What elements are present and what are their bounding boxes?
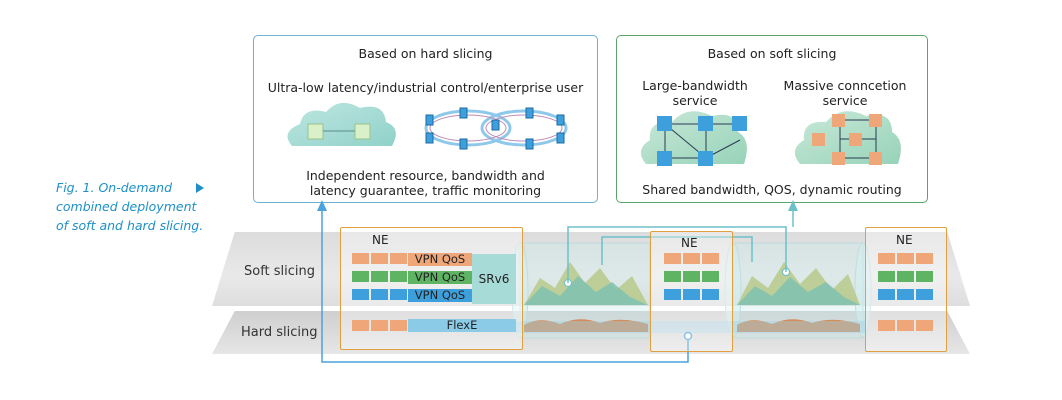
- hard-box-arrowhead-icon: [317, 200, 327, 211]
- hard-slice-cloud-icon: [287, 102, 396, 146]
- ne-right-cell: [916, 320, 933, 331]
- ne-left-cell: [390, 271, 407, 282]
- ne-left-cell: [371, 320, 388, 331]
- ne-right-cell: [897, 253, 914, 264]
- ne-left-cell: [390, 320, 407, 331]
- soft-box-title: Based on soft slicing: [707, 46, 837, 61]
- ne-left-cell: [352, 271, 369, 282]
- ne-right-cell: [916, 271, 933, 282]
- vpn-qos-green: VPN QoS: [408, 271, 472, 284]
- soft-slice-connectors: [567, 210, 794, 283]
- ne-middle-cell: [702, 271, 719, 282]
- ne-right-cell: [878, 320, 895, 331]
- ne-left-cell: [352, 253, 369, 264]
- srv6-block: SRv6: [472, 254, 516, 304]
- figure-caption: Fig. 1. On-demand combined deployment of…: [56, 180, 204, 233]
- ne-middle-cell: [664, 289, 681, 300]
- ne-middle-cell: [683, 289, 700, 300]
- hard-slice-node-icon: [683, 331, 693, 341]
- hard-slice-connector: [321, 210, 689, 363]
- ne-right-cell: [916, 253, 933, 264]
- caption-arrow-icon: [196, 183, 204, 193]
- large-bandwidth-label-line2: service: [672, 93, 718, 108]
- flexe-pipe: [516, 321, 866, 333]
- hard-box-desc-line1: Independent resource, bandwidth and: [306, 168, 545, 183]
- ne-left-cell: [390, 253, 407, 264]
- ne-left-cell: [371, 271, 388, 282]
- ne-left-cell: [390, 289, 407, 300]
- hard-slicing-label: Hard slicing: [241, 325, 318, 340]
- ne-label-middle: NE: [681, 236, 698, 250]
- soft-box-desc: Shared bandwidth, QOS, dynamic routing: [642, 182, 902, 197]
- ne-left-cell: [371, 253, 388, 264]
- ne-left-cell: [371, 289, 388, 300]
- ne-right-cell: [897, 289, 914, 300]
- vpn-qos-blue: VPN QoS: [408, 289, 472, 302]
- soft-box-arrowhead-icon: [788, 200, 798, 211]
- ne-middle-cell: [683, 271, 700, 282]
- massive-connection-label-line2: service: [822, 93, 868, 108]
- ne-right-cell: [878, 253, 895, 264]
- ne-right-cell: [878, 289, 895, 300]
- ne-right-cell: [897, 271, 914, 282]
- hard-slice-ring-network-icon: [424, 107, 568, 150]
- ne-middle-cell: [683, 253, 700, 264]
- ne-left-cell: [352, 289, 369, 300]
- ne-middle-cell: [664, 271, 681, 282]
- vpn-qos-orange: VPN QoS: [408, 253, 472, 266]
- hard-box-desc-line2: latency guarantee, traffic monitoring: [309, 183, 542, 198]
- ne-label-right: NE: [896, 233, 913, 247]
- flexe-block: FlexE: [408, 319, 516, 332]
- hard-box-title: Based on hard slicing: [358, 46, 493, 61]
- ne-middle-cell: [702, 253, 719, 264]
- ne-right-cell: [878, 271, 895, 282]
- ne-middle-cell: [664, 253, 681, 264]
- soft-slicing-label: Soft slicing: [244, 264, 316, 279]
- ne-left-cell: [352, 320, 369, 331]
- hard-slicing-band: [212, 311, 970, 354]
- large-bandwidth-cloud-icon: [640, 111, 747, 166]
- transport-tunnel-left: [511, 242, 651, 339]
- hard-box-subtitle: Ultra-low latency/industrial control/ent…: [267, 80, 584, 95]
- ne-label-left: NE: [372, 233, 389, 247]
- transport-tunnel-right: [724, 242, 872, 339]
- large-bandwidth-label-line1: Large-bandwidth: [642, 78, 748, 93]
- ne-middle-cell: [702, 289, 719, 300]
- massive-connection-cloud-icon: [794, 111, 901, 165]
- massive-connection-label-line1: Massive conncetion: [783, 78, 907, 93]
- ne-right-cell: [916, 289, 933, 300]
- ne-right-cell: [897, 320, 914, 331]
